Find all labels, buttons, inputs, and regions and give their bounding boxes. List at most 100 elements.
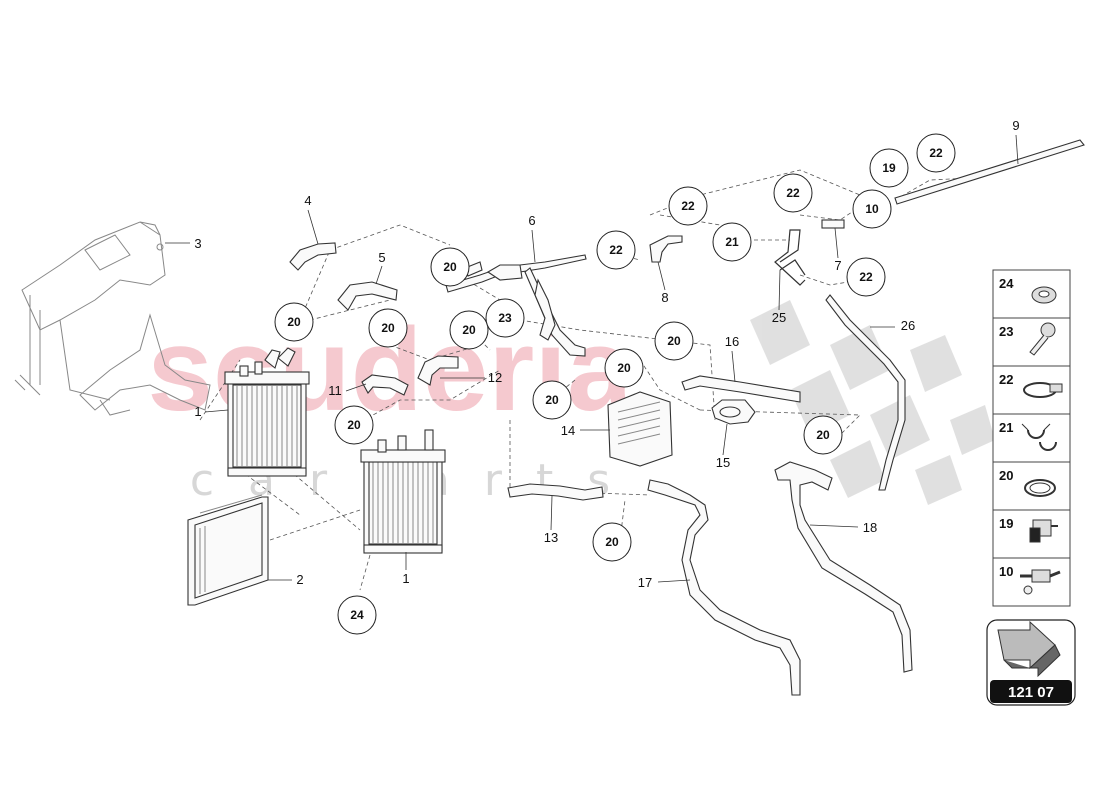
hose-18 [774,461,913,673]
hose-17 [647,479,801,696]
svg-text:20: 20 [462,323,476,337]
pipe-13 [507,483,604,501]
page-code-badge[interactable]: 121 07 [986,619,1076,706]
part-label-15: 15 [716,455,730,470]
svg-text:10: 10 [865,202,879,216]
part-label-2: 2 [296,572,303,587]
frame-bracket [14,221,211,416]
part-label-25: 25 [772,310,786,325]
callout-20-g: 20 [604,348,644,388]
arrow-right-icon [997,620,1061,678]
svg-text:22: 22 [859,270,873,284]
callout-22-e: 22 [916,133,956,173]
svg-text:21: 21 [999,420,1013,435]
callout-24: 24 [337,595,377,635]
part-label-7: 7 [834,258,841,273]
svg-text:20: 20 [287,315,301,329]
tube-26 [825,294,906,491]
legend-item-19: 19 [999,516,1058,543]
oil-cooler-14 [607,391,673,467]
part-label-12: 12 [488,370,502,385]
connector-7 [821,219,845,229]
callout-22-d: 22 [846,257,886,297]
part-label-8: 8 [661,290,668,305]
part-label-5: 5 [378,250,385,265]
part-label-26: 26 [901,318,915,333]
svg-text:22: 22 [681,199,695,213]
callout-20-a: 20 [274,302,314,342]
part-number-labels: 3 4 5 6 1 1 2 11 12 13 14 15 16 17 18 8 … [165,118,1020,590]
svg-text:20: 20 [443,260,457,274]
callout-20-b: 20 [430,247,470,287]
hose-5 [337,281,398,311]
legend-item-20: 20 [999,468,1056,497]
part-label-6: 6 [528,213,535,228]
svg-text:24: 24 [999,276,1014,291]
svg-text:22: 22 [786,186,800,200]
svg-text:20: 20 [816,428,830,442]
svg-text:23: 23 [999,324,1013,339]
callout-20-c: 20 [368,308,408,348]
bracket-25 [774,229,806,286]
clip-8 [649,235,683,263]
callout-21: 21 [712,222,752,262]
svg-text:10: 10 [999,564,1013,579]
part-label-17: 17 [638,575,652,590]
page-code: 121 07 [1008,684,1054,701]
callout-22-c: 22 [773,173,813,213]
hose-16 [681,375,801,403]
legend-item-10: 10 [999,564,1061,595]
callout-23: 23 [485,298,525,338]
svg-text:22: 22 [929,146,943,160]
part-label-13: 13 [544,530,558,545]
svg-text:20: 20 [381,321,395,335]
hose-4 [289,242,337,271]
legend-panel: 24 23 22 21 20 19 [992,269,1071,607]
circled-callouts: 20 20 20 20 20 20 20 20 20 20 23 24 22 2… [274,133,956,635]
svg-text:22: 22 [609,243,623,257]
hose-15 [711,399,756,425]
legend-item-24: 24 [999,276,1057,304]
hose-11 [361,374,409,396]
svg-text:20: 20 [617,361,631,375]
svg-text:19: 19 [999,516,1013,531]
svg-text:20: 20 [545,393,559,407]
part-label-11: 11 [328,383,342,398]
svg-text:21: 21 [725,235,739,249]
legend-item-23: 23 [999,322,1056,356]
svg-text:20: 20 [347,418,361,432]
part-label-1b: 1 [402,571,409,586]
callout-20-j: 20 [592,522,632,562]
part-label-1a: 1 [194,404,201,419]
rod-9 [894,139,1085,205]
svg-text:20: 20 [605,535,619,549]
legend-item-22: 22 [999,372,1063,398]
callout-22-b: 22 [668,186,708,226]
legend-item-21: 21 [999,420,1057,451]
svg-text:23: 23 [498,311,512,325]
part-label-4: 4 [304,193,311,208]
callout-20-h: 20 [532,380,572,420]
part-label-18: 18 [863,520,877,535]
part-label-14: 14 [561,423,575,438]
svg-text:20: 20 [667,334,681,348]
svg-text:24: 24 [350,608,364,622]
callout-20-e: 20 [334,405,374,445]
radiator-lower [360,429,446,554]
svg-text:19: 19 [882,161,896,175]
pipe-assembly-6 [445,254,587,357]
part-label-16: 16 [725,334,739,349]
svg-text:20: 20 [999,468,1013,483]
callout-22-a: 22 [596,230,636,270]
callout-19: 19 [869,148,909,188]
filter-panel [187,494,269,606]
radiator-upper [224,347,310,477]
part-label-9: 9 [1012,118,1019,133]
svg-text:22: 22 [999,372,1013,387]
part-label-3: 3 [194,236,201,251]
callout-10: 10 [852,189,892,229]
hose-12 [417,355,459,386]
callout-20-i: 20 [803,415,843,455]
callout-20-d: 20 [449,310,489,350]
